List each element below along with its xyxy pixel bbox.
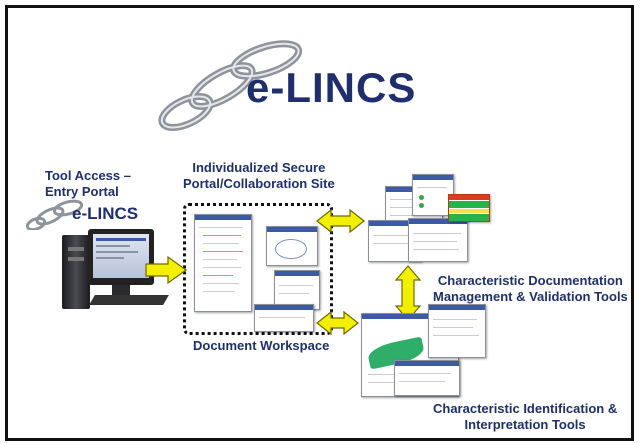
double-arrow-icon (316, 310, 359, 336)
id-tool-window (428, 304, 486, 358)
brand-logo-text: e-LINCS (246, 64, 417, 111)
arrow-right-icon (145, 255, 188, 285)
diagram-frame: e-LINCS Tool Access – Entry Portal e-LIN… (5, 5, 634, 441)
vertical-double-arrow-icon (394, 265, 422, 321)
doc-tools-label: Characteristic Documentation Management … (433, 273, 628, 304)
validation-bars-window (448, 194, 490, 222)
doc-tool-window (408, 218, 468, 262)
sheet-window (274, 270, 320, 310)
workspace-label: Document Workspace (193, 338, 330, 353)
chain-link-icon (26, 199, 84, 230)
chain-link-icon (158, 40, 303, 131)
tool-access-label: Tool Access – Entry Portal (45, 168, 131, 199)
id-tools-label: Characteristic Identification & Interpre… (433, 401, 618, 432)
double-arrow-icon (316, 208, 365, 234)
document-tree-panel (194, 214, 252, 312)
characteristic-window (254, 304, 314, 332)
drawing-window (266, 226, 318, 266)
computer-icon (62, 229, 172, 329)
workspace-box (183, 203, 333, 335)
arrows-layer (145, 208, 422, 336)
id-tool-window (394, 360, 460, 396)
portal-label: Individualized Secure Portal/Collaborati… (183, 160, 335, 191)
small-brand-logo-text: e-LINCS (72, 204, 139, 223)
